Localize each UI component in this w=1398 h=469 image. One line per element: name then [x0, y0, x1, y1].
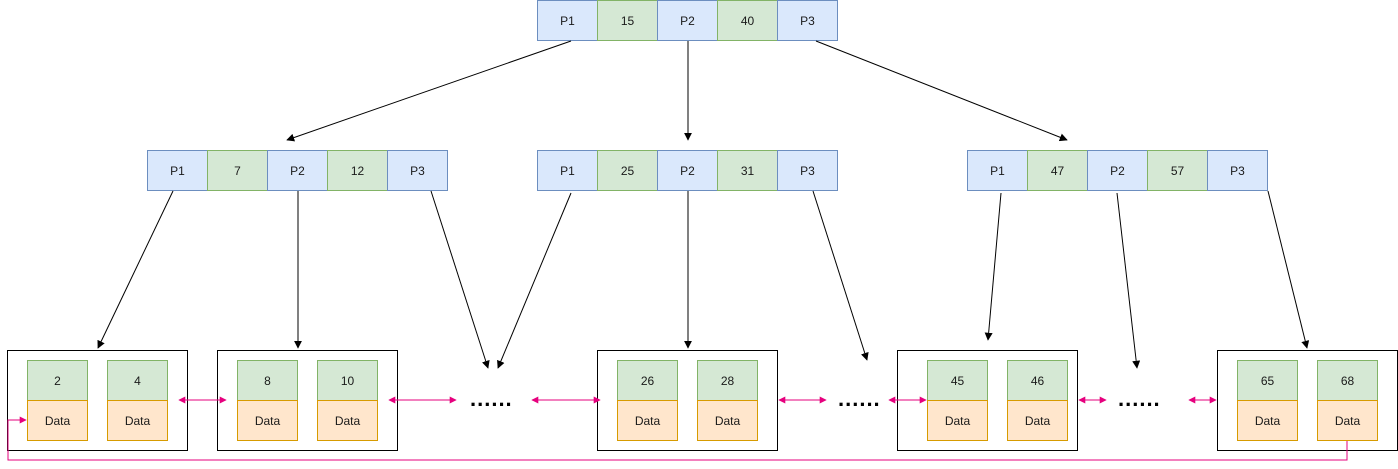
leaf-1-data: Data [27, 400, 88, 441]
internal-3-key-cell: 57 [1147, 150, 1208, 191]
leaf-4-data: Data [927, 400, 988, 441]
internal-2-p2-cell: P2 [657, 150, 718, 191]
leaf-3-data: Data [617, 400, 678, 441]
edge-internal-3-p2 [1116, 192, 1141, 369]
edge-internal-2-p1 [497, 192, 572, 369]
edge-internal-3-p1 [984, 192, 1002, 341]
leaf-4-key: 45 [927, 360, 988, 401]
leaf-2-data: Data [237, 400, 298, 441]
edge-internal-1-p3 [430, 190, 490, 369]
internal-1-p3-cell: P3 [387, 150, 448, 191]
leaf-3-key: 26 [617, 360, 678, 401]
root-p3-cell: P3 [777, 0, 838, 41]
root-p2-cell: P2 [657, 0, 718, 41]
internal-1-key-cell: 7 [207, 150, 268, 191]
internal-2-key-cell: 31 [717, 150, 778, 191]
edge-root-to-internal-1 [286, 40, 572, 142]
leaf-5-key: 65 [1237, 360, 1298, 401]
leaf-3-key: 28 [697, 360, 758, 401]
root-p1-cell: P1 [537, 0, 598, 41]
internal-1-p2-cell: P2 [267, 150, 328, 191]
internal-2-p1-cell: P1 [537, 150, 598, 191]
internal-3-p2-cell: P2 [1087, 150, 1148, 191]
leaf-4-data: Data [1007, 400, 1068, 441]
edge-internal-3-p3 [1267, 190, 1310, 349]
leaf-wraparound-link [7, 416, 1348, 461]
leaf-2-data: Data [317, 400, 378, 441]
leaf-3-data: Data [697, 400, 758, 441]
internal-1-key-cell: 12 [327, 150, 388, 191]
leaf-5-data: Data [1237, 400, 1298, 441]
edge-root-to-internal-3 [815, 40, 1068, 142]
leaf-5-key: 68 [1317, 360, 1378, 401]
edge-internal-1-p1 [97, 190, 174, 349]
internal-3-p3-cell: P3 [1207, 150, 1268, 191]
leaf-5-data: Data [1317, 400, 1378, 441]
internal-2-p3-cell: P3 [777, 150, 838, 191]
leaf-1-data: Data [107, 400, 168, 441]
edge-internal-2-p3 [812, 190, 869, 361]
root-key-cell: 15 [597, 0, 658, 41]
internal-3-p1-cell: P1 [967, 150, 1028, 191]
